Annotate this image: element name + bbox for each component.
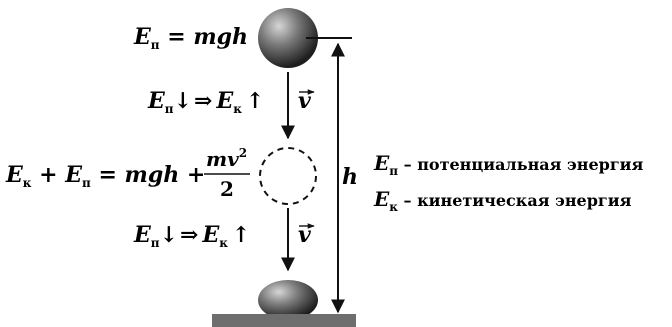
upper-energy-relation: Eп↓⇒Eк↑ (147, 88, 264, 116)
ground (212, 314, 356, 327)
upper-velocity-label: v (298, 88, 315, 114)
height-label: h (342, 164, 358, 190)
svg-text:v: v (298, 222, 311, 248)
fraction-numerator: mv2 (206, 146, 247, 171)
top-ball (258, 8, 318, 68)
lower-energy-relation: Eп↓⇒Eк↑ (133, 222, 250, 250)
legend-kinetic-energy: Eк – кинетическая энергия (373, 187, 632, 214)
svg-text:v: v (298, 88, 311, 114)
middle-ball-dashed (259, 147, 317, 205)
bottom-ball (258, 280, 318, 320)
fraction-denominator: 2 (220, 177, 234, 201)
legend-potential-energy: Eп – потенциальная энергия (373, 151, 644, 178)
total-energy-formula: Eк + Eп = mgh + (5, 162, 205, 190)
lower-velocity-label: v (298, 222, 315, 248)
potential-energy-formula: Eп = mgh (133, 24, 248, 52)
